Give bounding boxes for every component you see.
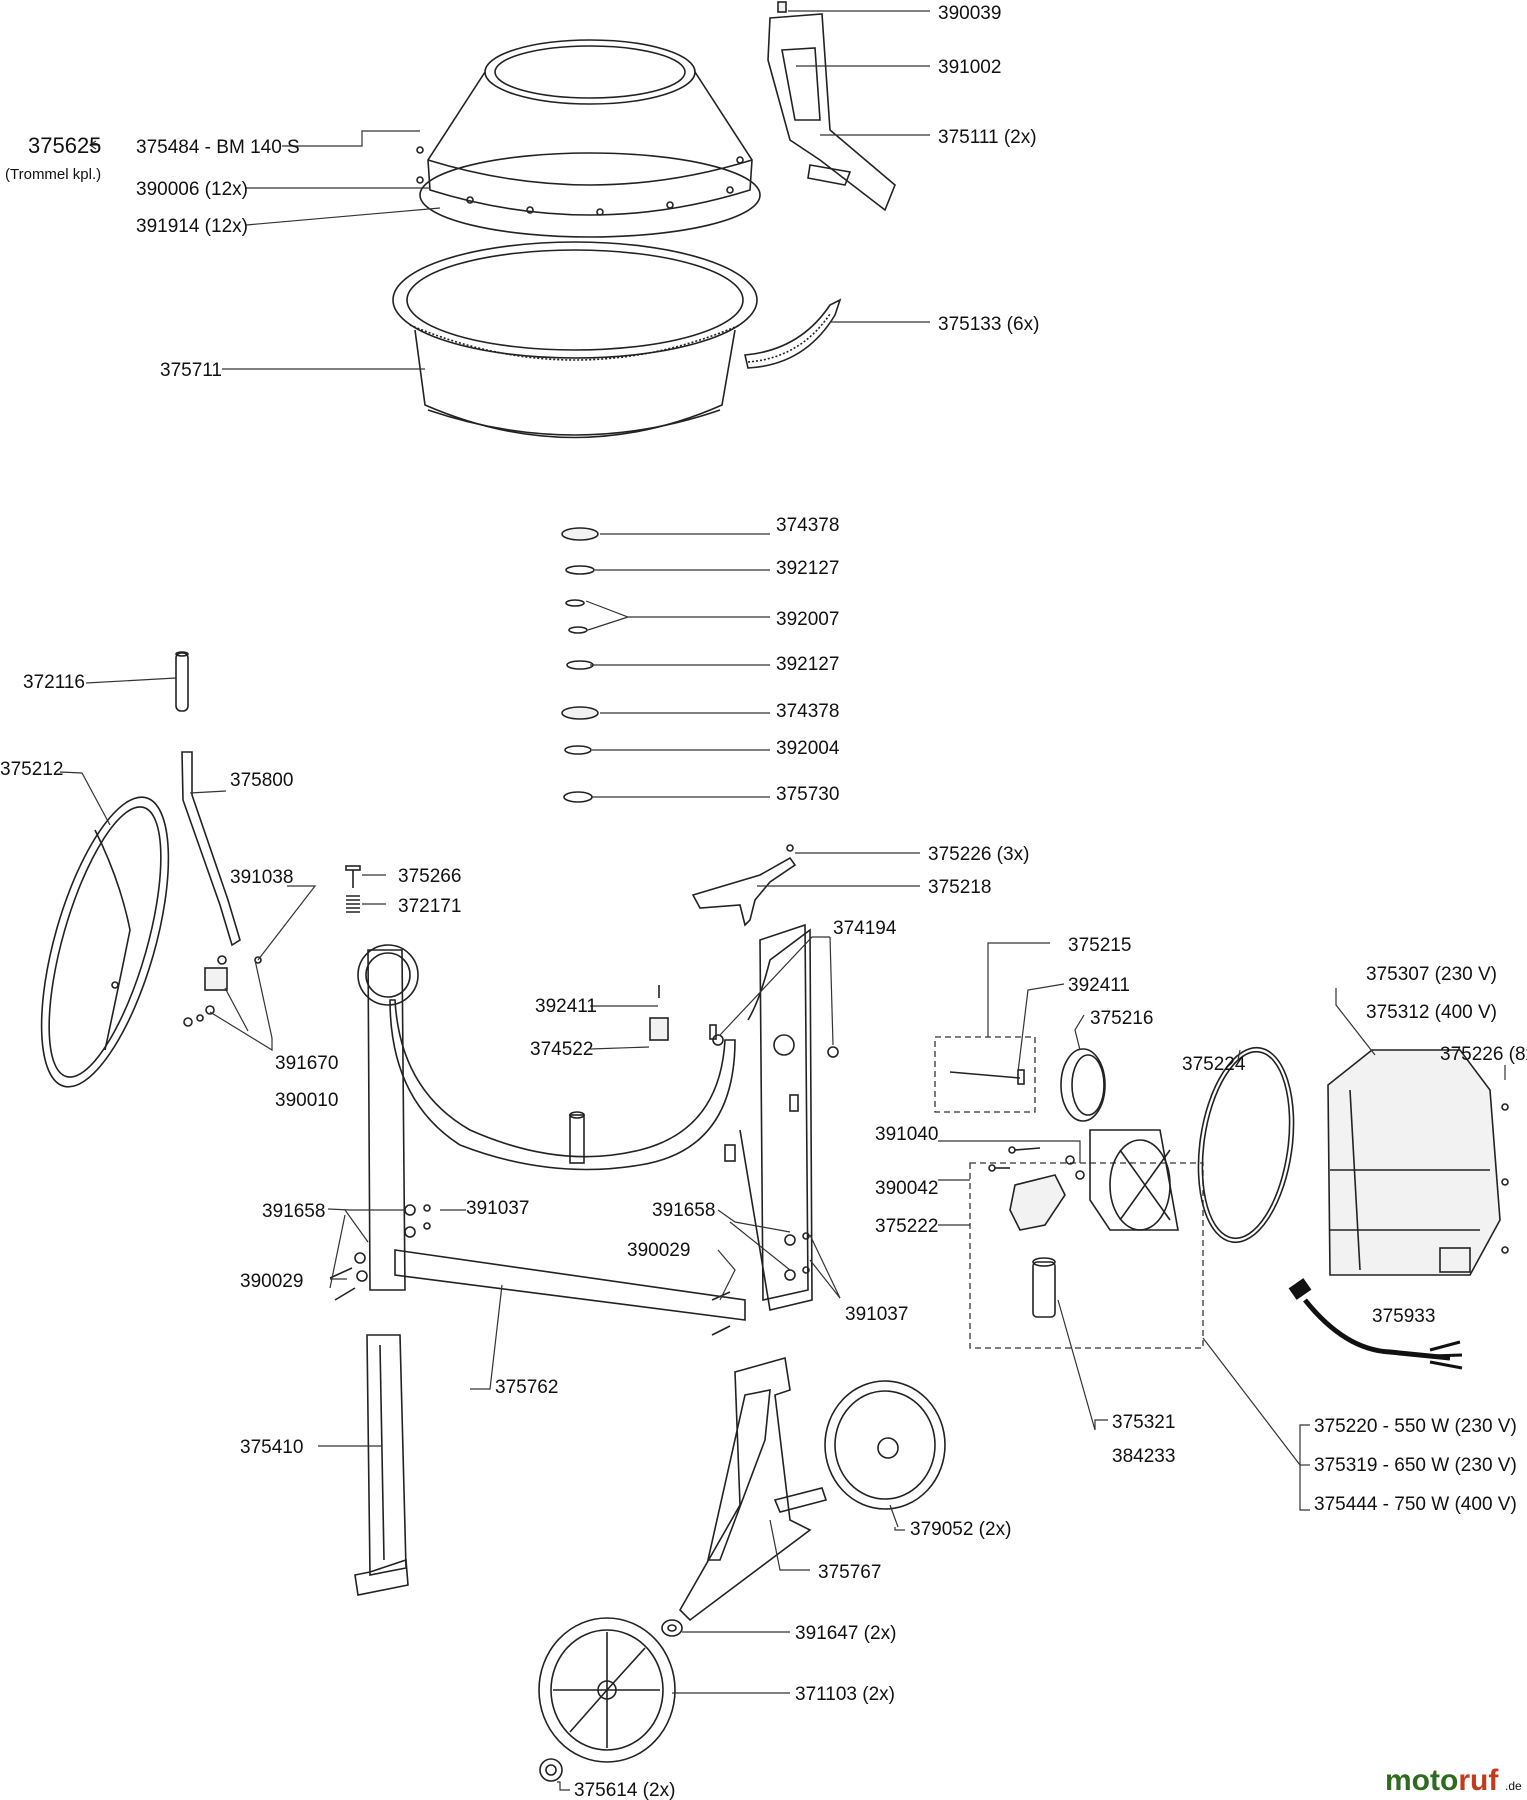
label-375319: 375319 - 650 W (230 V): [1314, 1455, 1517, 1476]
motor-375220: [988, 1129, 1179, 1231]
label-375933: 375933: [1372, 1306, 1435, 1327]
label-390006: 390006 (12x): [136, 179, 248, 200]
handwheel-375212: [40, 796, 170, 1088]
wheel-371103: [538, 1617, 676, 1763]
label-375762: 375762: [495, 1377, 558, 1398]
label-375711: 375711: [160, 360, 222, 381]
label-372171: 372171: [398, 896, 461, 917]
brand-tld: .de: [1505, 1779, 1522, 1793]
label-375614: 375614 (2x): [574, 1780, 675, 1800]
label-375307: 375307 (230 V): [1366, 964, 1497, 985]
label-375767: 375767: [818, 1562, 881, 1583]
label-375266: 375266: [398, 866, 461, 887]
label-375218: 375218: [928, 877, 991, 898]
belt-375224: [1197, 1046, 1295, 1244]
brand-watermark: motoruf .de: [1385, 1764, 1522, 1797]
label-375226-a: 375226 (3x): [928, 844, 1029, 865]
label-391658-b: 391658: [652, 1200, 715, 1221]
gear-374522: [649, 985, 669, 1041]
drum-bracket-375111: [767, 1, 896, 212]
label-391037-b: 391037: [845, 1304, 908, 1325]
wheel-379052: [824, 1380, 946, 1510]
label-375444: 375444 - 750 W (400 V): [1314, 1494, 1517, 1515]
label-392411-b: 392411: [1068, 975, 1130, 996]
label-384233: 384233: [1112, 1446, 1175, 1467]
screw-set-left: [183, 1005, 215, 1027]
part-labels: 375625 (Trommel kpl.) 375484 - BM 140 S …: [0, 3, 1527, 1800]
label-392127-a: 392127: [776, 558, 839, 579]
label-392004: 392004: [776, 738, 840, 759]
bracket-375218: [691, 844, 797, 927]
label-375212: 375212: [0, 759, 63, 780]
label-372116: 372116: [23, 672, 85, 693]
label-375220: 375220 - 550 W (230 V): [1314, 1416, 1517, 1437]
capacitor-375321: [1032, 1257, 1056, 1318]
brand-moto: moto: [1385, 1764, 1458, 1797]
nut-375614: [539, 1758, 563, 1782]
label-371103: 371103 (2x): [795, 1684, 895, 1705]
label-390039: 390039: [938, 3, 1001, 24]
label-392007: 392007: [776, 609, 839, 630]
label-375484: 375484 - BM 140 S: [136, 137, 300, 158]
label-375226-b: 375226 (8x): [1440, 1044, 1527, 1065]
label-391658-a: 391658: [262, 1201, 325, 1222]
label-391038: 391038: [230, 867, 293, 888]
frame-screws: [329, 1204, 810, 1336]
shaft-392411: [949, 1069, 1025, 1085]
label-374522: 374522: [530, 1039, 593, 1060]
label-375625: 375625: [28, 133, 101, 158]
label-391670: 391670: [275, 1053, 338, 1074]
label-375410: 375410: [240, 1437, 303, 1458]
brand-ruf: ruf: [1458, 1764, 1499, 1797]
svg-text:motoruf: motoruf: [1385, 1764, 1499, 1797]
label-390010: 390010: [275, 1090, 338, 1111]
label-391914: 391914 (12x): [136, 216, 248, 237]
label-375222: 375222: [875, 1216, 938, 1237]
cable-375933: [1288, 1278, 1463, 1370]
label-375133: 375133 (6x): [938, 314, 1039, 335]
label-375321: 375321: [1112, 1412, 1175, 1433]
main-frame: [357, 923, 839, 1321]
label-374194: 374194: [833, 918, 897, 939]
label-374378-b: 374378: [776, 701, 839, 722]
label-374378-a: 374378: [776, 515, 839, 536]
drum-lower-body: [392, 241, 758, 439]
washer-391647: [661, 1619, 683, 1637]
label-390042: 390042: [875, 1178, 938, 1199]
label-379052: 379052 (2x): [910, 1519, 1011, 1540]
bolt-375266: [345, 865, 361, 913]
label-392127-b: 392127: [776, 654, 839, 675]
label-375224: 375224: [1182, 1054, 1246, 1075]
label-trommel: (Trommel kpl.): [5, 166, 101, 183]
leg-375410: [354, 1334, 409, 1596]
gear-segment-375133: [744, 298, 842, 369]
pin-372116: [175, 651, 189, 712]
motor-cover-375307: [1327, 1049, 1509, 1276]
leg-375767: [679, 1356, 828, 1622]
label-390029-b: 390029: [627, 1240, 690, 1261]
label-391647: 391647 (2x): [795, 1623, 896, 1644]
label-375730: 375730: [776, 784, 839, 805]
label-375312: 375312 (400 V): [1366, 1002, 1497, 1023]
label-375800: 375800: [230, 770, 293, 791]
label-391037-a: 391037: [466, 1198, 529, 1219]
label-375111: 375111 (2x): [938, 127, 1037, 148]
leader-lines: [59, 10, 1506, 1791]
pulley-375216: [1060, 1048, 1106, 1122]
label-375216: 375216: [1090, 1008, 1153, 1029]
label-391040: 391040: [875, 1124, 938, 1145]
label-392411-a: 392411: [535, 996, 597, 1017]
dashed-group-motor: [969, 1162, 1204, 1349]
label-390029-a: 390029: [240, 1271, 303, 1292]
label-375215: 375215: [1068, 935, 1131, 956]
dashed-group-375215: [934, 1036, 1036, 1113]
drum-upper-cone: [416, 39, 761, 238]
label-391002: 391002: [938, 57, 1001, 78]
lever-375800: [181, 751, 262, 991]
